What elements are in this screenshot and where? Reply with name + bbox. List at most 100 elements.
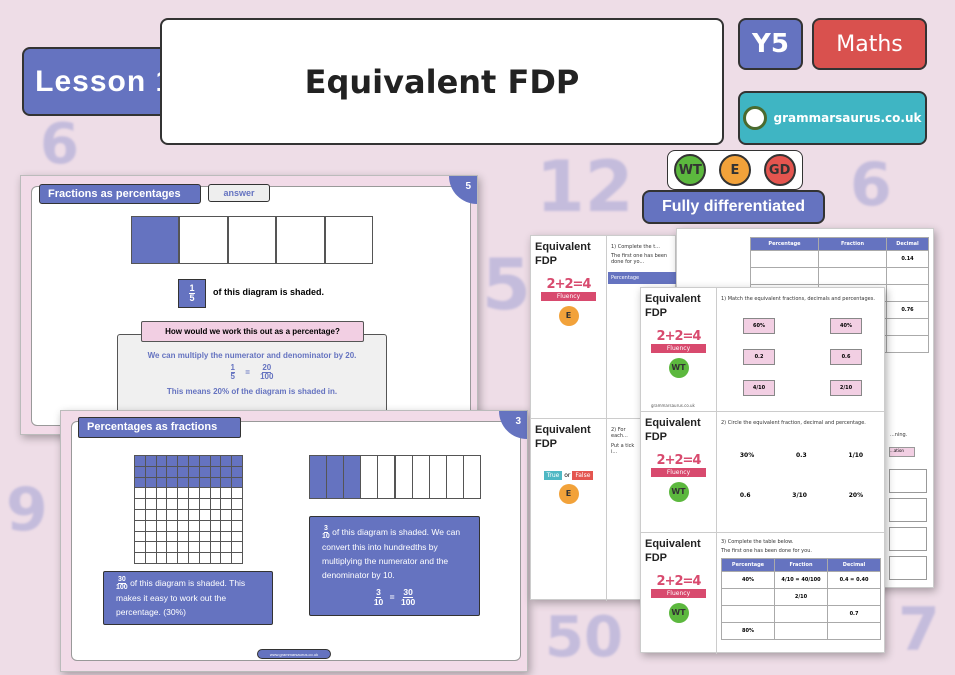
match-box[interactable]: 0.2 [743,349,775,365]
footer-url: grammarsaurus.co.uk [651,403,695,408]
table-cell[interactable] [774,605,828,623]
table-cell[interactable] [827,588,881,606]
table-cell[interactable]: 0.4 = 0.40 [827,571,881,589]
wt-badge-icon: WT [674,154,707,186]
table-cell[interactable] [818,267,887,285]
unshaded-part [276,216,325,264]
e-badge-icon: E [718,154,751,186]
question-text: The first one has been done for yo... [611,253,668,265]
table-cell[interactable] [886,284,929,302]
answer-box[interactable] [889,498,927,522]
unshaded-part [360,455,379,499]
table-cell[interactable] [818,250,887,268]
question-text: 1) Complete the t... [611,244,660,250]
question-label: How would we work this out as a percenta… [141,321,364,342]
table-cell[interactable]: 0.7 [827,605,881,623]
unshaded-part [377,455,396,499]
background-number: 6 [40,112,79,177]
slide-title: Percentages as fractions [78,417,241,438]
true-or-false-icon: True or False [535,470,602,480]
match-box[interactable]: 2/10 [830,380,862,396]
hundred-square [134,455,243,564]
option[interactable]: 0.3 [796,452,807,459]
answer-box[interactable] [889,556,927,580]
table-cell[interactable] [886,335,929,353]
label-tag: ...ation [889,447,915,457]
tenths-bar [309,455,481,499]
question-text: 1) Match the equivalent fractions, decim… [721,296,875,302]
subject-badge: Maths [812,18,927,70]
table-cell[interactable] [774,622,828,640]
table-row [750,267,929,285]
footer-url[interactable]: www.grammarsaurus.co.uk [257,649,331,659]
background-number: 5 [482,244,531,326]
level-e-badge: E [558,483,579,504]
question-text: The first one has been done for you. [721,548,812,554]
answer-tag[interactable]: answer [208,184,270,202]
table-row: 2/10 [721,588,881,606]
level-wt-badge: WT [668,481,689,502]
fraction-bar [131,216,373,264]
option[interactable]: 30% [739,452,755,459]
option[interactable]: 1/10 [848,452,864,459]
page-title: Equivalent FDP [160,18,724,145]
table-row: 0.14 [750,250,929,268]
brand-badge[interactable]: grammarsaurus.co.uk [738,91,927,145]
table-cell[interactable] [886,318,929,336]
match-box[interactable]: 4/10 [743,380,775,396]
answer-box[interactable] [889,527,927,551]
table-cell[interactable] [750,267,819,285]
table-cell[interactable] [721,605,775,623]
brand-url: grammarsaurus.co.uk [773,111,922,125]
shaded-part [131,216,180,264]
level-e-badge: E [558,305,579,326]
match-box[interactable]: 0.6 [830,349,862,365]
grammarsaurus-logo-icon [743,106,768,130]
shaded-part [326,455,345,499]
table-cell[interactable]: 4/10 = 40/100 [774,571,828,589]
table-cell[interactable] [886,267,929,285]
year-badge: Y5 [738,18,803,70]
worksheet-heading: Equivalent FDP [645,417,701,443]
table-cell[interactable]: 0.76 [886,301,929,319]
match-box[interactable]: 40% [830,318,862,334]
option[interactable]: 3/10 [792,492,807,499]
shaded-part [343,455,362,499]
table-cell[interactable] [721,588,775,606]
background-number: 7 [898,595,940,665]
background-number: 50 [545,605,623,670]
shaded-part [309,455,328,499]
circle-row: 0.6 3/10 20% [719,492,884,499]
worksheet-heading: Equivalent FDP [645,293,701,319]
question-text: 2) For each... [611,427,628,439]
level-wt-badge: WT [668,602,689,623]
option[interactable]: 20% [848,492,864,499]
table-cell[interactable]: 0.14 [886,250,929,268]
answer-box[interactable] [889,469,927,493]
background-number: 9 [6,475,48,545]
table-cell[interactable] [750,250,819,268]
option[interactable]: 0.6 [739,492,751,499]
background-number: 6 [850,150,892,220]
table-cell[interactable]: 80% [721,622,775,640]
unshaded-part [462,455,481,499]
unshaded-part [179,216,228,264]
table-cell[interactable] [827,622,881,640]
table-cell[interactable]: 2/10 [774,588,828,606]
question-text: 3) Complete the table below. [721,539,794,545]
match-box[interactable]: 60% [743,318,775,334]
table-cell[interactable]: 40% [721,571,775,589]
unshaded-square [231,552,243,564]
table-header: Percentage [608,272,676,284]
table-row: 0.7 [721,605,881,623]
gd-badge-icon: GD [763,154,796,186]
